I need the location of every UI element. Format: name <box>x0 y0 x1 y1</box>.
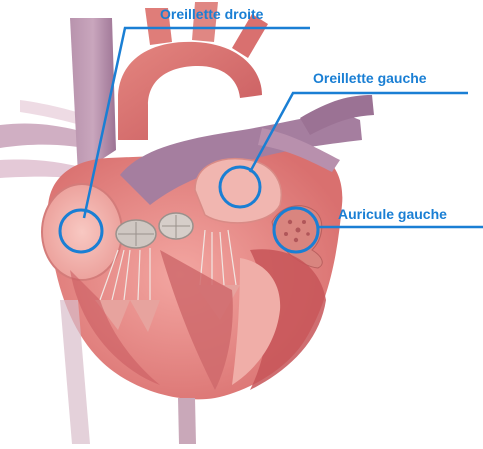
label-left-atrium: Oreillette gauche <box>313 70 427 86</box>
right-atrium-chamber <box>42 184 122 280</box>
descending-aorta <box>178 398 196 444</box>
aortic-arch <box>118 42 262 140</box>
label-right-atrium: Oreillette droite <box>160 6 263 22</box>
label-left-auricle: Auricule gauche <box>338 206 447 222</box>
